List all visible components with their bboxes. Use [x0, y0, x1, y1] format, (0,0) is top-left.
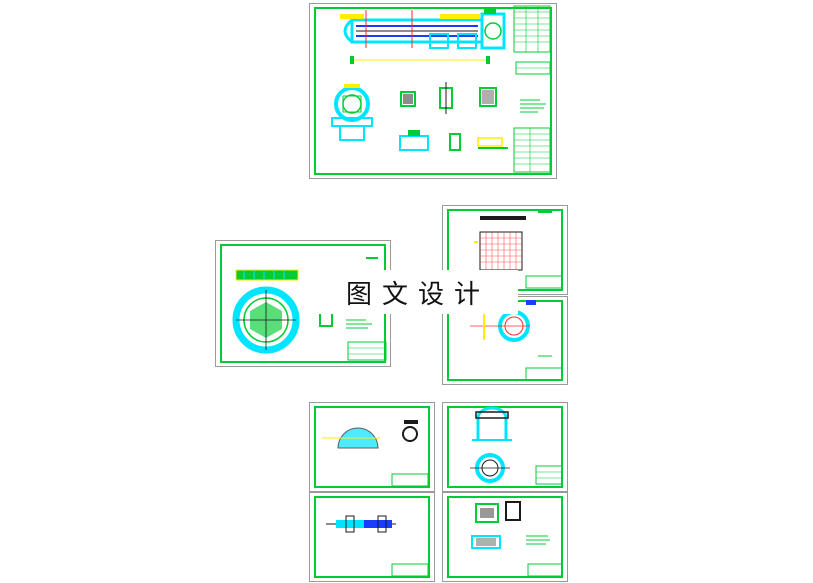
sheet-frame: [447, 496, 563, 578]
main-assembly-drawing: [331, 5, 551, 173]
sheet-frame: [447, 406, 563, 488]
sheet-frame: [314, 406, 430, 488]
tube-sheet-drawing: [474, 211, 563, 289]
shell-section-drawing: [232, 257, 387, 361]
sheet-tube-bundle: [309, 492, 435, 582]
sheet-frame: [314, 7, 552, 175]
head-drawing: [322, 420, 429, 487]
tube-bundle-drawing: [326, 515, 429, 577]
sheet-main-assembly: [309, 3, 557, 179]
watermark-label: 图文设计: [318, 270, 518, 314]
watermark-text: 图文设计: [345, 279, 490, 310]
sheet-frame: [314, 496, 430, 578]
details-drawing: [471, 501, 563, 577]
channel-drawing: [470, 406, 563, 485]
